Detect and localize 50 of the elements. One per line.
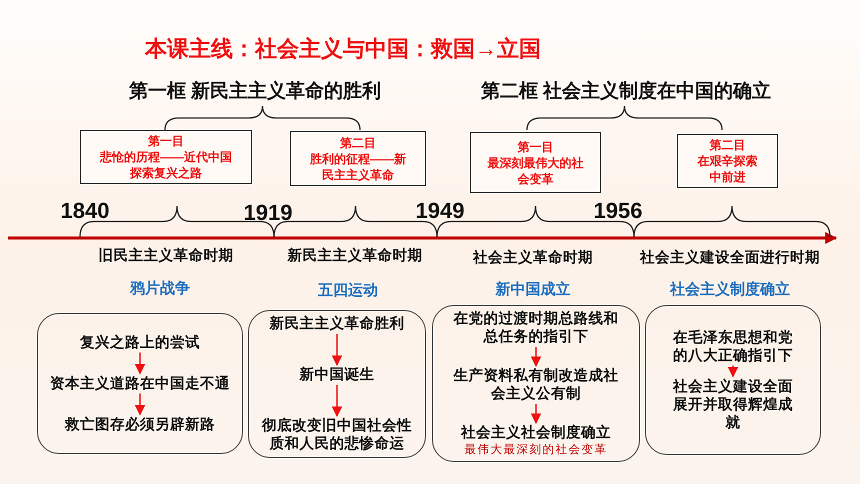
period-label: 新民主主义革命时期 [288,246,422,266]
section-box [80,130,252,184]
year-label: 1919 [244,199,292,227]
rounded-panel [248,310,426,458]
year-label: 1956 [594,197,642,225]
section-heading: 第二框 社会主义制度在中国的确立 [480,80,772,104]
section-heading: 第一框 新民主主义革命的胜利 [128,80,382,104]
arrow [530,347,542,368]
step-text: 在毛泽东思想和党的八大正确指引下 [670,328,796,364]
step-text: 社会主义社会制度确立 [461,424,611,442]
section-title: 最深刻最伟大的社会变革 [487,154,584,186]
section-title: 悲怆的历程——近代中国探索复兴之路 [98,149,233,181]
step-text: 生产资料私有制改造成社会主义公有制 [453,367,619,403]
event-label: 鸦片战争 [130,279,190,299]
period-label: 社会主义建设全面进行时期 [640,248,820,268]
section-number: 第一目 [518,138,554,154]
rounded-panel [645,305,821,455]
step-text: 社会主义建设全面展开并取得辉煌成就 [670,378,796,432]
year-label: 1949 [416,197,464,225]
event-label: 新中国成立 [496,280,570,300]
section-box [290,131,426,186]
section-number: 第二目 [710,137,746,153]
rounded-panel [432,305,640,462]
section-box [677,134,778,188]
arrow [134,352,146,375]
arrow [332,334,342,366]
section-title: 胜利的征程——新民主主义革命 [308,150,407,182]
section-number: 第一目 [148,133,184,149]
rounded-panel [37,313,243,454]
event-label: 五四运动 [318,281,378,301]
section-number: 第二目 [340,134,376,150]
year-label: 1840 [60,197,110,225]
step-text: 新民主主义革命胜利 [270,315,404,333]
step-text: 资本主义道路在中国走不通 [50,374,230,392]
event-label: 社会主义制度确立 [670,280,790,300]
arrow [530,404,542,424]
period-label: 社会主义革命时期 [473,248,593,268]
title: 本课主线：社会主义与中国：救国→立国 [145,35,541,63]
arrow [332,385,342,418]
arrow [134,394,146,416]
section-title: 在艰辛探索中前进 [696,153,758,185]
arrow [728,366,738,378]
step-text: 彻底改变旧中国社会性质和人民的悲惨命运 [257,417,417,453]
step-text: 复兴之路上的尝试 [80,334,200,352]
note-text: 最伟大最深刻的社会变革 [464,442,608,457]
step-text: 新中国诞生 [300,366,374,384]
step-text: 在党的过渡时期总路线和总任务的指引下 [453,310,619,346]
period-label: 旧民主主义革命时期 [98,246,234,266]
step-text: 救亡图存必须另辟新路 [65,416,215,434]
section-box [470,132,601,193]
